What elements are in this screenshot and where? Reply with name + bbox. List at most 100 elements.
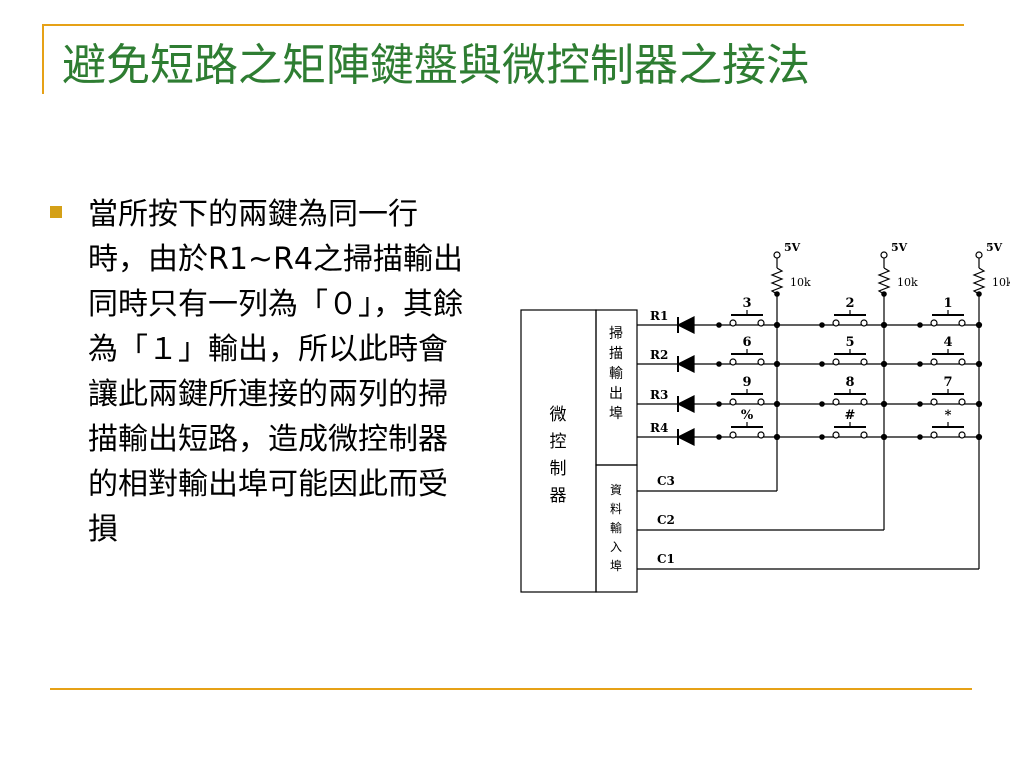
key-contact xyxy=(729,319,737,327)
scan-char-0: 掃 xyxy=(609,325,623,342)
column-junction-dot xyxy=(773,321,781,329)
row-junction-dot xyxy=(716,401,722,407)
key-label: 2 xyxy=(845,296,854,311)
supply-terminal xyxy=(880,251,888,259)
column-junction-dot xyxy=(880,321,888,329)
scan-char-4: 埠 xyxy=(609,405,623,422)
column-junction-dot xyxy=(773,433,781,441)
key-contact xyxy=(729,431,737,439)
slide-title: 避免短路之矩陣鍵盤與微控制器之接法 xyxy=(62,40,810,91)
data-port-box xyxy=(595,464,638,593)
key-contact xyxy=(930,431,938,439)
key-label: 9 xyxy=(742,375,751,390)
column-label: C3 xyxy=(657,474,675,488)
key-contact xyxy=(729,358,737,366)
left-rule xyxy=(42,24,44,94)
key-contact xyxy=(832,358,840,366)
mcu-char-2: 制 xyxy=(550,459,567,479)
data-char-3: 入 xyxy=(610,540,622,554)
column-junction-dot xyxy=(880,433,888,441)
mcu-char-0: 微 xyxy=(550,405,567,425)
column-junction-dot xyxy=(773,400,781,408)
row-junction-dot xyxy=(716,361,722,367)
key-contact xyxy=(958,358,966,366)
pullup-resistor xyxy=(972,267,986,295)
key-contact xyxy=(860,431,868,439)
mcu-char-3: 器 xyxy=(550,486,567,506)
row-junction-dot xyxy=(819,322,825,328)
key-label: 3 xyxy=(742,296,751,311)
key-contact xyxy=(930,398,938,406)
key-label: * xyxy=(945,408,952,423)
key-label: 4 xyxy=(943,335,952,350)
key-contact xyxy=(860,358,868,366)
key-contact xyxy=(860,319,868,327)
key-contact xyxy=(757,431,765,439)
key-label: 1 xyxy=(943,296,952,311)
key-label: 6 xyxy=(742,335,751,350)
resistor-label: 10k xyxy=(790,276,811,289)
row-junction-dot xyxy=(716,434,722,440)
scan-char-2: 輸 xyxy=(609,366,623,382)
scan-char-1: 描 xyxy=(609,346,623,362)
row-label: R2 xyxy=(650,348,668,362)
row-label: R3 xyxy=(650,388,668,402)
key-label: 7 xyxy=(943,375,952,390)
key-contact xyxy=(757,398,765,406)
supply-label: 5V xyxy=(784,241,801,254)
top-rule xyxy=(42,24,964,26)
column-junction-dot xyxy=(975,400,983,408)
diode xyxy=(676,316,695,334)
data-char-0: 資 xyxy=(610,483,622,497)
junction-dot xyxy=(774,291,780,297)
row-junction-dot xyxy=(716,322,722,328)
square-bullet-icon xyxy=(50,206,62,218)
column-junction-dot xyxy=(880,360,888,368)
row-junction-dot xyxy=(917,434,923,440)
data-char-4: 埠 xyxy=(610,559,622,573)
data-char-1: 料 xyxy=(610,502,622,516)
key-contact xyxy=(958,398,966,406)
resistor-label: 10k xyxy=(992,276,1010,289)
diode xyxy=(676,395,695,413)
key-contact xyxy=(832,319,840,327)
key-label: 8 xyxy=(845,375,854,390)
bullet-text: 當所按下的兩鍵為同一行時，由於R1~R4之掃描輸出同時只有一列為「０」，其餘為「… xyxy=(88,197,463,547)
key-contact xyxy=(832,398,840,406)
scan-char-3: 出 xyxy=(609,386,623,402)
key-label: 5 xyxy=(845,335,854,350)
row-junction-dot xyxy=(819,434,825,440)
column-label: C2 xyxy=(657,513,675,527)
key-contact xyxy=(757,319,765,327)
row-junction-dot xyxy=(917,322,923,328)
column-junction-dot xyxy=(773,360,781,368)
key-label: # xyxy=(845,408,856,423)
bottom-rule xyxy=(50,688,972,690)
key-contact xyxy=(958,319,966,327)
resistor-label: 10k xyxy=(897,276,918,289)
diode xyxy=(676,355,695,373)
row-junction-dot xyxy=(917,361,923,367)
row-junction-dot xyxy=(819,401,825,407)
key-contact xyxy=(729,398,737,406)
column-junction-dot xyxy=(975,321,983,329)
pullup-resistor xyxy=(770,267,784,295)
key-label: % xyxy=(741,408,754,423)
junction-dot xyxy=(881,291,887,297)
supply-terminal xyxy=(773,251,781,259)
supply-terminal xyxy=(975,251,983,259)
data-char-2: 輸 xyxy=(610,520,622,535)
mcu-char-1: 控 xyxy=(550,432,567,452)
key-contact xyxy=(930,358,938,366)
pullup-resistor xyxy=(877,267,891,295)
row-label: R1 xyxy=(650,309,668,323)
supply-label: 5V xyxy=(986,241,1003,254)
column-junction-dot xyxy=(975,433,983,441)
row-junction-dot xyxy=(819,361,825,367)
junction-dot xyxy=(976,291,982,297)
supply-label: 5V xyxy=(891,241,908,254)
key-contact xyxy=(958,431,966,439)
row-junction-dot xyxy=(917,401,923,407)
key-contact xyxy=(757,358,765,366)
